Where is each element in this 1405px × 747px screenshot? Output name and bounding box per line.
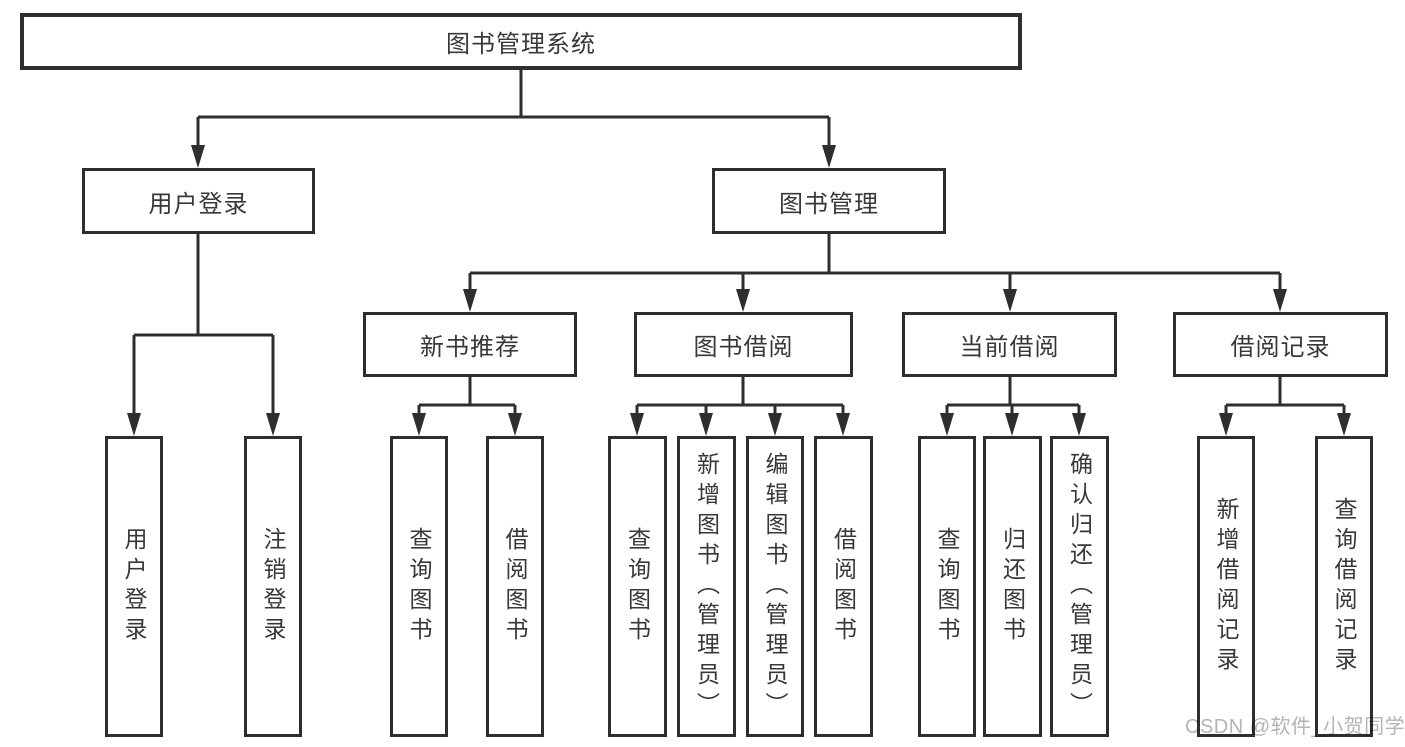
leaf-add-book-admin: 新增图书（管理员） [677, 436, 736, 737]
leaf-query-books-current: 查询图书 [918, 436, 976, 737]
node-label: 确认归还（管理员） [1066, 451, 1093, 722]
connector-login-branch [132, 234, 275, 418]
leaf-query-books-borrow: 查询图书 [608, 436, 667, 737]
node-label: 编辑图书（管理员） [762, 451, 788, 722]
arrow-icon [1072, 413, 1086, 436]
node-label: 借阅记录 [1230, 334, 1331, 361]
node-label: 借阅图书 [502, 526, 528, 647]
arrow-icon [266, 413, 280, 436]
leaf-add-borrow-record: 新增借阅记录 [1197, 436, 1255, 737]
leaf-query-books-recommend: 查询图书 [390, 436, 448, 737]
node-root-library-system: 图书管理系统 [20, 13, 1022, 70]
leaf-query-borrow-record: 查询借阅记录 [1315, 436, 1373, 737]
arrow-icon [822, 145, 836, 168]
leaf-logout: 注销登录 [244, 436, 302, 737]
node-label: 新书推荐 [420, 334, 520, 361]
node-book-borrow: 图书借阅 [634, 312, 853, 377]
arrow-icon [463, 289, 477, 312]
connector-records-branch [1224, 377, 1346, 418]
node-label: 查询借阅记录 [1331, 496, 1357, 677]
arrow-icon [1337, 413, 1351, 436]
leaf-borrow-books-borrow: 借阅图书 [814, 436, 873, 737]
node-label: 图书借阅 [693, 334, 794, 361]
leaf-return-book: 归还图书 [983, 436, 1042, 737]
node-label: 借阅图书 [830, 526, 857, 647]
node-label: 新增图书（管理员） [693, 451, 720, 722]
arrow-icon [630, 413, 644, 436]
node-book-manage: 图书管理 [712, 168, 946, 234]
arrow-icon [412, 413, 426, 436]
leaf-user-login: 用户登录 [105, 436, 163, 737]
arrow-icon [508, 413, 522, 436]
node-borrow-records: 借阅记录 [1173, 312, 1388, 377]
node-label: 查询图书 [406, 526, 432, 647]
node-label: 查询图书 [624, 526, 651, 647]
node-label: 新增借阅记录 [1213, 496, 1239, 677]
node-label: 用户登录 [148, 190, 249, 218]
connector-manage-branch [468, 234, 1282, 294]
arrow-icon [736, 289, 750, 312]
node-label: 图书管理系统 [446, 31, 596, 58]
arrow-icon [940, 413, 954, 436]
node-label: 当前借阅 [959, 334, 1060, 361]
node-new-book-recommend: 新书推荐 [363, 312, 577, 377]
node-label: 注销登录 [260, 526, 286, 647]
node-current-borrow: 当前借阅 [902, 312, 1117, 377]
connector-borrow-branch [635, 377, 845, 418]
connector-root-drop [196, 67, 831, 150]
arrowheads [127, 145, 1351, 436]
node-label: 归还图书 [999, 526, 1026, 647]
arrow-icon [1219, 413, 1233, 436]
arrow-icon [1273, 289, 1287, 312]
connector-paths [132, 67, 1346, 418]
node-user-login: 用户登录 [82, 168, 315, 234]
node-label: 查询图书 [934, 526, 960, 647]
arrow-icon [836, 413, 850, 436]
arrow-icon [768, 413, 782, 436]
connector-recommend-branch [417, 377, 517, 418]
node-label: 用户登录 [121, 526, 147, 647]
csdn-watermark: CSDN @软件_小贺同学 [1185, 716, 1405, 738]
leaf-borrow-books-recommend: 借阅图书 [486, 436, 544, 737]
connector-current-branch [945, 377, 1081, 418]
arrow-icon [699, 413, 713, 436]
arrow-icon [1005, 413, 1019, 436]
leaf-edit-book-admin: 编辑图书（管理员） [746, 436, 804, 737]
arrow-icon [191, 145, 205, 168]
leaf-confirm-return-admin: 确认归还（管理员） [1050, 436, 1109, 737]
arrow-icon [1003, 289, 1017, 312]
arrow-icon [127, 413, 141, 436]
node-label: 图书管理 [779, 190, 879, 218]
